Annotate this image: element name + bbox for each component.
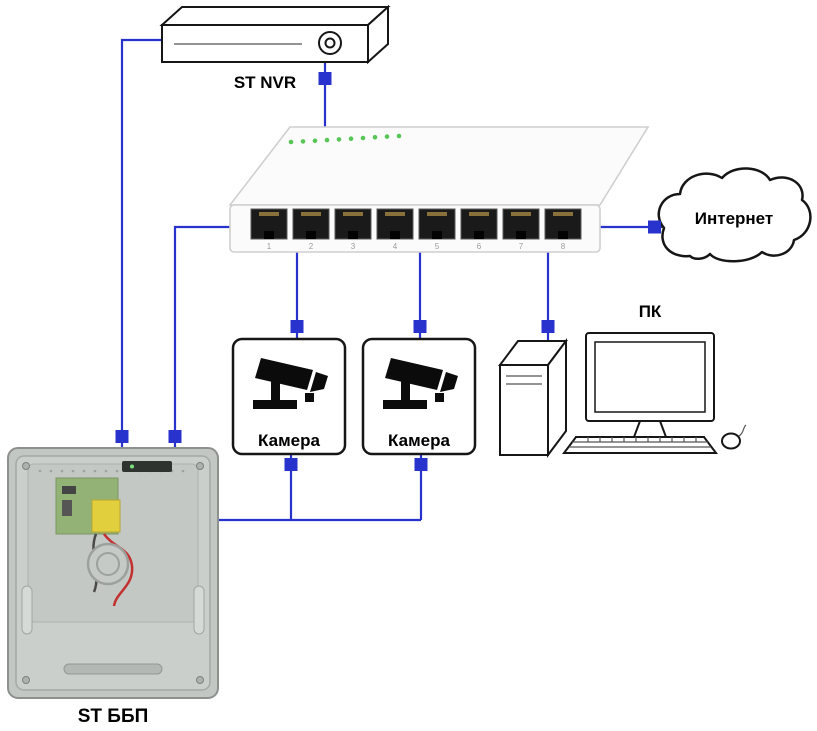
psu-emblem: [86, 542, 130, 586]
camera-node-2: [361, 337, 477, 456]
nvr-device: [159, 4, 391, 65]
psu-indicator-label: [122, 461, 172, 472]
switch-device: 1 2 3 4 5 6 7: [228, 126, 650, 253]
ethernet-port: 5: [418, 208, 456, 251]
pc-node: [498, 332, 747, 458]
ethernet-port: 1: [250, 208, 288, 251]
cloud-icon: [657, 167, 812, 263]
switch-top-face: [228, 126, 650, 206]
nvr-top-face: [159, 6, 391, 26]
psu-pcb-chip: [62, 486, 76, 494]
camera-2-label: Камера: [388, 431, 450, 450]
port-number: 8: [561, 242, 566, 251]
nvr-power-button-center: [324, 37, 336, 49]
camera-1-label: Камера: [258, 431, 320, 450]
psu-power-led: [130, 464, 134, 469]
psu-screws: [22, 462, 204, 684]
pc-monitor: [585, 332, 715, 438]
pc-mouse: [721, 424, 747, 450]
ethernet-ports: 1 2 3 4 5 6 7: [250, 208, 582, 251]
psu-wire-red: [102, 533, 134, 607]
camera-node-1: [231, 337, 347, 456]
psu-device: [7, 447, 219, 699]
connector-square: [318, 72, 332, 85]
cable-switch-psu: [173, 225, 230, 448]
status-leds: [288, 133, 402, 145]
connector-square: [413, 320, 427, 333]
connector-square: [168, 430, 182, 443]
psu-label: ST ББП: [78, 706, 149, 727]
monitor-stand: [632, 420, 668, 438]
pc-tower: [498, 338, 568, 458]
ethernet-port: 7: [502, 208, 540, 251]
port-number: 5: [435, 242, 440, 251]
connector-square: [290, 320, 304, 333]
cables: [120, 38, 662, 522]
port-number: 2: [309, 242, 314, 251]
connector-square: [648, 220, 661, 234]
connector-square: [284, 458, 298, 471]
cable-nvr-psu: [120, 38, 162, 448]
port-number: 7: [519, 242, 524, 251]
internet-label: Интернет: [695, 209, 773, 228]
ethernet-port: 4: [376, 208, 414, 251]
pc-label: ПК: [639, 302, 662, 321]
connector-square: [541, 320, 555, 333]
psu-emblem-inner: [96, 552, 120, 576]
connectors: [115, 72, 661, 471]
nvr-label: ST NVR: [234, 73, 296, 92]
connector-square: [115, 430, 129, 443]
port-number: 6: [477, 242, 482, 251]
psu-pcb-chip: [62, 500, 72, 516]
psu-relay: [91, 499, 121, 533]
psu-handle-right: [193, 585, 205, 635]
psu-handle-left: [21, 585, 33, 635]
pc-keyboard: [562, 436, 718, 454]
port-number: 1: [267, 242, 272, 251]
cable-cameras-psu: [218, 454, 423, 522]
labels: ST NVR Интернет Камера Камера ПК ST ББП: [78, 73, 774, 727]
psu-bottom-slot: [63, 663, 163, 675]
port-number: 4: [393, 242, 398, 251]
ethernet-port: 8: [544, 208, 582, 251]
connector-square: [414, 458, 428, 471]
internet-node: [657, 167, 812, 263]
port-number: 3: [351, 242, 356, 251]
monitor-screen: [594, 341, 706, 413]
ethernet-port: 2: [292, 208, 330, 251]
ethernet-port: 3: [334, 208, 372, 251]
ethernet-port: 6: [460, 208, 498, 251]
